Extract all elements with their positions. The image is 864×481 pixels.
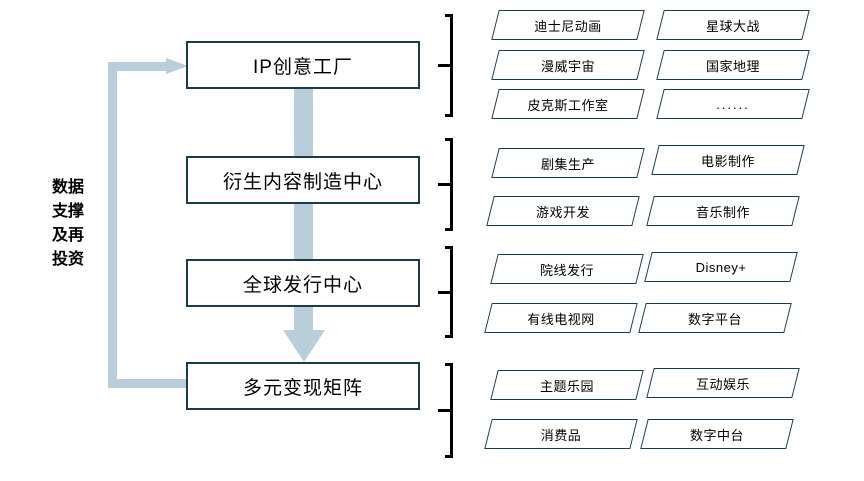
item-chip[interactable]: 音乐制作 [646,196,800,226]
bracket-cap-top [445,246,453,249]
item-chip[interactable]: 院线发行 [490,254,644,284]
bracket-cap-bottom [445,228,453,231]
bracket-stub [438,409,453,412]
item-chip-label: 音乐制作 [695,204,750,220]
item-chip[interactable]: 剧集生产 [491,148,645,178]
item-chip-label: 漫威宇宙 [540,58,595,74]
group-bracket-monetization-matrix [431,363,453,458]
flow-arrow-head-icon [283,330,325,362]
stage-box-ip-creative-factory[interactable]: IP创意工厂 [186,41,420,89]
group-bracket-ip-creative-factory [431,14,453,117]
group-bracket-derivative-content-center [431,138,453,231]
bracket-cap-top [445,363,453,366]
bracket-cap-top [445,138,453,141]
item-chip-ellipsis[interactable]: ...... [656,89,810,119]
item-chip[interactable]: 有线电视网 [484,303,638,333]
item-chip-label: 有线电视网 [527,311,595,327]
bracket-stub [438,290,453,294]
bracket-cap-bottom [445,335,453,338]
item-chip-label: 消费品 [540,427,582,443]
item-chip[interactable]: 数字平台 [638,303,792,333]
item-chip[interactable]: 主题乐园 [490,370,644,400]
item-chip[interactable]: 消费品 [484,419,638,449]
item-chip-label: ...... [716,96,750,112]
stage-label: 全球发行中心 [242,274,363,296]
item-chip-label: 院线发行 [539,262,594,278]
item-chip-label: 主题乐园 [539,378,594,394]
feedback-arrow-head-icon [166,58,188,74]
item-chip-label: 迪士尼动画 [534,18,602,34]
item-chip[interactable]: 数字中台 [640,419,794,449]
item-chip-label: 国家地理 [705,58,760,74]
feedback-arrow-vertical-segment [108,62,117,388]
stage-box-derivative-content-center[interactable]: 衍生内容制造中心 [186,156,420,204]
stage-box-monetization-matrix[interactable]: 多元变现矩阵 [186,362,420,410]
item-chip[interactable]: 电影制作 [651,145,805,175]
stage-label: 多元变现矩阵 [242,377,363,399]
item-chip[interactable]: Disney+ [644,252,798,282]
item-chip-label: Disney+ [695,259,747,275]
item-chip-label: 互动娱乐 [695,376,750,392]
stage-label: 衍生内容制造中心 [222,171,383,193]
item-chip[interactable]: 漫威宇宙 [491,50,645,80]
item-chip[interactable]: 游戏开发 [486,196,640,226]
item-chip-label: 星球大战 [705,18,760,34]
bracket-stub [438,183,453,186]
bracket-cap-top [445,14,453,17]
stage-box-global-distribution-center[interactable]: 全球发行中心 [186,259,420,307]
feedback-loop-label: 数据 支撑 及再 投资 [51,179,84,268]
item-chip[interactable]: 互动娱乐 [646,368,800,398]
item-chip[interactable]: 国家地理 [656,50,810,80]
item-chip[interactable]: 星球大战 [656,10,810,40]
bracket-cap-bottom [445,455,453,458]
bracket-stub [438,64,453,67]
item-chip-label: 数字平台 [687,311,742,327]
bracket-cap-bottom [445,114,453,117]
item-chip-label: 游戏开发 [535,204,590,220]
item-chip-label: 电影制作 [700,153,755,169]
item-chip-label: 剧集生产 [540,156,595,172]
item-chip[interactable]: 皮克斯工作室 [491,89,645,119]
stage-label: IP创意工厂 [253,56,353,78]
feedback-arrow-top-segment [108,62,168,71]
item-chip[interactable]: 迪士尼动画 [491,10,645,40]
item-chip-label: 数字中台 [689,427,744,443]
group-bracket-global-distribution-center [431,246,453,338]
item-chip-label: 皮克斯工作室 [527,97,609,113]
feedback-arrow-bottom-segment [108,379,190,388]
